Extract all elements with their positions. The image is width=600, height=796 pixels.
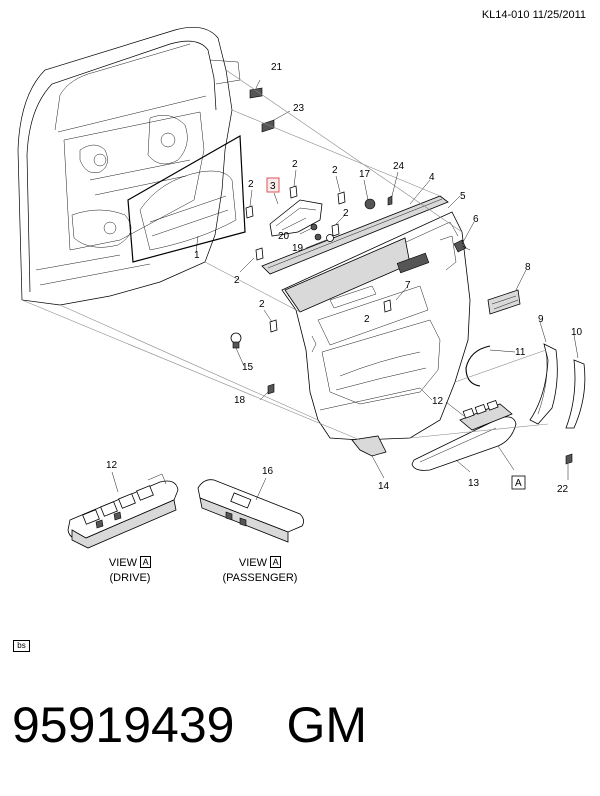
fasteners [230, 87, 573, 465]
door-lamp-part [453, 239, 471, 253]
rear-trim-strip-part [529, 343, 558, 425]
view-marker-box: A [270, 556, 282, 568]
callout-3: 3 [270, 181, 276, 192]
passenger-switch-inset [197, 479, 304, 543]
view-word: VIEW [238, 557, 268, 569]
callout-20: 20 [278, 231, 290, 242]
clip-15 [230, 332, 242, 349]
pin-2f [269, 319, 278, 333]
view-caption-passenger: (PASSENGER) [222, 572, 298, 584]
switch-bracket-part [269, 199, 323, 241]
screw-23 [261, 119, 275, 133]
callout-9: 9 [538, 314, 544, 325]
clip-19 [326, 234, 334, 242]
pin-2a [245, 205, 254, 219]
screw-24 [387, 195, 393, 206]
callout-2d: 2 [343, 208, 349, 219]
pin-2e [255, 247, 264, 261]
armrest-part [411, 416, 517, 471]
callout-11: 11 [515, 347, 526, 358]
clip-17 [364, 198, 376, 210]
callout-2b: 2 [292, 159, 298, 170]
upper-trim-strip-part [261, 195, 449, 275]
callout-17: 17 [359, 169, 371, 180]
part-number: 95919439 [12, 697, 235, 753]
callout-6: 6 [473, 214, 479, 225]
callout-14: 14 [378, 481, 390, 492]
callout-23: 23 [293, 103, 305, 114]
callout-4: 4 [429, 172, 435, 183]
diagram-reference: KL14-010 11/25/2011 [481, 9, 586, 21]
callout-12-main: 12 [432, 396, 444, 407]
callout-2g: 2 [364, 314, 370, 325]
edge-molding-part [565, 359, 586, 429]
callout-7: 7 [405, 280, 411, 291]
pocket-liner-part [351, 435, 387, 457]
pin-2b [289, 185, 298, 199]
speaker-grille-part [487, 289, 521, 315]
screw-21 [249, 87, 263, 99]
leader-16 [255, 477, 267, 501]
pin-2g [383, 299, 392, 313]
projection-lines [21, 69, 549, 441]
callout-19: 19 [292, 243, 304, 254]
callout-16: 16 [262, 466, 274, 477]
callout-2e: 2 [234, 275, 240, 286]
callout-12-inset: 12 [106, 460, 118, 471]
door-shell [17, 27, 241, 306]
callout-22: 22 [557, 484, 569, 495]
callout-1: 1 [194, 250, 200, 261]
drive-switch-inset [67, 473, 179, 549]
brand-name: GM [286, 697, 368, 753]
view-passenger-caption: VIEW A (PASSENGER) [210, 556, 310, 586]
view-a-marker: A [515, 478, 522, 489]
pull-cup-part [465, 345, 491, 387]
callout-10: 10 [571, 327, 583, 338]
callout-15: 15 [242, 362, 254, 373]
view-marker-box: A [140, 556, 152, 568]
view-a-marker-box [511, 475, 526, 490]
callout-8: 8 [525, 262, 531, 273]
window-switch-in-door [459, 399, 513, 431]
pin-2c [337, 191, 346, 205]
callout-2a: 2 [248, 179, 254, 190]
view-word: VIEW [108, 557, 138, 569]
screw-22 [565, 453, 573, 465]
view-drive-caption: VIEW A (DRIVE) [90, 556, 170, 586]
door-trim-panel-part [281, 211, 471, 441]
bs-tag: bs [13, 640, 30, 652]
water-deflector-part [127, 134, 246, 263]
callout-18: 18 [234, 395, 246, 406]
pin-2d [331, 223, 340, 237]
view-caption-drive: (DRIVE) [109, 572, 151, 584]
callout-3-highlight-box [266, 177, 280, 193]
callout-21: 21 [271, 62, 283, 73]
part-number-line: 95919439 GM [12, 696, 367, 754]
callout-labels: 1 2 2 2 2 2 2 2 4 5 6 7 8 9 10 11 12 13 … [194, 62, 583, 495]
callout-24: 24 [393, 161, 405, 172]
leader-lines [195, 79, 579, 480]
callout-2f: 2 [259, 299, 265, 310]
leader-12-inset [111, 471, 119, 493]
callout-2c: 2 [332, 165, 338, 176]
callout-5: 5 [460, 191, 466, 202]
screw-18 [267, 383, 275, 395]
callout-13: 13 [468, 478, 480, 489]
